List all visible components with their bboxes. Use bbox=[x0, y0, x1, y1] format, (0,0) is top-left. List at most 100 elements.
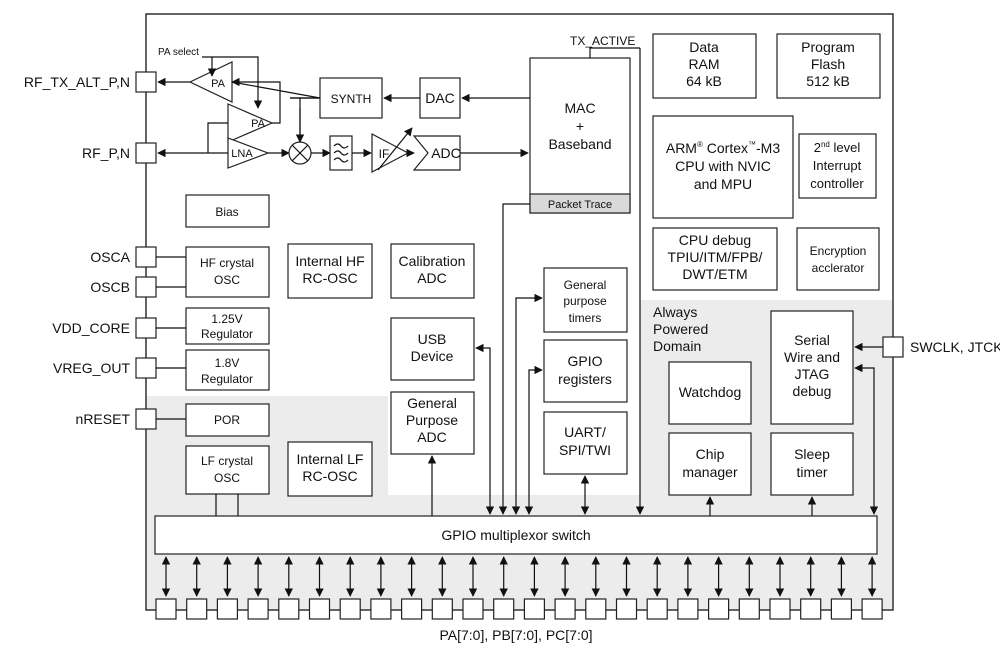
gpio-pin bbox=[738, 598, 760, 620]
gpio-pin bbox=[431, 598, 453, 620]
pin-vreg-out: VREG_OUT bbox=[53, 357, 157, 379]
gpio-pin bbox=[339, 598, 361, 620]
program-flash-line-3: 512 kB bbox=[806, 73, 850, 89]
program-flash-line-2: Flash bbox=[811, 56, 845, 72]
label-nreset: nRESET bbox=[76, 411, 131, 427]
pin-vdd-core: VDD_CORE bbox=[52, 317, 157, 339]
filter-icon bbox=[329, 135, 353, 171]
calibration-adc-line-1: Calibration bbox=[399, 253, 466, 269]
internal-lf-line-2: RC-OSC bbox=[302, 468, 357, 484]
lf-crystal-block: LF crystal OSC bbox=[185, 445, 270, 495]
mac-line-2: + bbox=[576, 118, 584, 134]
watchdog-label: Watchdog bbox=[679, 384, 742, 400]
cpu-debug-line-1: CPU debug bbox=[679, 232, 751, 248]
sleep-timer-line-2: timer bbox=[796, 464, 827, 480]
encryption-block: Encryption acclerator bbox=[796, 227, 880, 291]
gpio-pin bbox=[615, 598, 638, 620]
chip-manager-line-1: Chip bbox=[696, 446, 725, 462]
gp-adc-line-1: General bbox=[407, 395, 457, 411]
internal-lf-line-1: Internal LF bbox=[297, 451, 364, 467]
cpu-block: ARM® Cortex™-M3 CPU with NVIC and MPU bbox=[652, 115, 794, 219]
interrupt-line-1: 2nd level bbox=[814, 140, 861, 155]
serial-wire-line-1: Serial bbox=[794, 332, 830, 348]
label-osca: OSCA bbox=[90, 249, 130, 265]
gp-timers-line-2: purpose bbox=[563, 294, 607, 308]
gpio-pin bbox=[186, 598, 208, 620]
interrupt-controller-block: 2nd level Interrupt controller bbox=[798, 133, 877, 199]
program-flash-line-1: Program bbox=[801, 39, 855, 55]
label-vdd-core: VDD_CORE bbox=[52, 320, 130, 336]
dac-label: DAC bbox=[425, 90, 455, 106]
gpio-pin bbox=[278, 598, 300, 620]
regulator-125-block: 1.25V Regulator bbox=[185, 307, 270, 345]
reg-18-line-1: 1.8V bbox=[215, 356, 240, 370]
gpio-pin-row bbox=[155, 556, 883, 620]
data-ram-line-2: RAM bbox=[688, 56, 719, 72]
gpio-pin bbox=[216, 598, 238, 620]
encryption-line-2: acclerator bbox=[812, 261, 865, 275]
gp-timers-line-3: timers bbox=[569, 311, 602, 325]
sleep-timer-block: Sleep timer bbox=[770, 432, 854, 496]
cpu-line-3: and MPU bbox=[694, 176, 752, 192]
always-powered-line-1: Always bbox=[653, 304, 697, 320]
sleep-timer-line-1: Sleep bbox=[794, 446, 830, 462]
reg-125-line-2: Regulator bbox=[201, 327, 253, 341]
packet-trace-label: Packet Trace bbox=[548, 199, 612, 211]
reg-18-line-2: Regulator bbox=[201, 372, 253, 386]
pa-upper-label: PA bbox=[211, 78, 226, 90]
pin-osca: OSCA bbox=[90, 246, 157, 268]
data-ram-block: Data RAM 64 kB bbox=[652, 33, 757, 99]
gpio-regs-line-2: registers bbox=[558, 371, 612, 387]
synth-block: SYNTH bbox=[319, 77, 383, 119]
hf-crystal-block: HF crystal OSC bbox=[185, 246, 270, 298]
gpio-pin bbox=[554, 598, 576, 620]
serial-wire-line-3: JTAG bbox=[795, 366, 830, 382]
gpio-pin bbox=[462, 598, 484, 620]
gpio-pin bbox=[523, 598, 546, 620]
uart-line-2: SPI/TWI bbox=[559, 442, 611, 458]
usb-line-1: USB bbox=[418, 331, 447, 347]
cpu-line-1: ARM® Cortex™-M3 bbox=[666, 140, 780, 156]
label-oscb: OSCB bbox=[90, 279, 130, 295]
uart-block: UART/ SPI/TWI bbox=[543, 411, 628, 475]
gpio-mux-block: GPIO multiplexor switch bbox=[154, 515, 878, 555]
gpio-pin bbox=[247, 598, 269, 620]
gpio-pin bbox=[155, 598, 177, 620]
label-swclk: SWCLK, JTCK bbox=[910, 339, 1000, 355]
data-ram-line-3: 64 kB bbox=[686, 73, 722, 89]
internal-hf-block: Internal HF RC-OSC bbox=[287, 243, 373, 299]
cpu-debug-line-2: TPIU/ITM/FPB/ bbox=[668, 249, 763, 265]
calibration-adc-block: Calibration ADC bbox=[390, 243, 475, 299]
gpio-pin bbox=[493, 598, 515, 620]
chip-manager-line-2: manager bbox=[682, 464, 738, 480]
label-ports: PA[7:0], PB[7:0], PC[7:0] bbox=[439, 627, 592, 643]
dac-block: DAC bbox=[419, 77, 461, 119]
pa-lower-label: PA bbox=[251, 118, 266, 130]
gpio-pin bbox=[401, 598, 423, 620]
gpio-regs-line-1: GPIO bbox=[567, 353, 602, 369]
label-rf-tx-alt: RF_TX_ALT_P,N bbox=[24, 74, 130, 90]
lf-crystal-line-1: LF crystal bbox=[201, 454, 253, 468]
pin-rf-tx-alt: RF_TX_ALT_P,N bbox=[24, 71, 157, 93]
por-block: POR bbox=[185, 403, 270, 437]
always-powered-line-2: Powered bbox=[653, 321, 708, 337]
hf-crystal-line-2: OSC bbox=[214, 273, 240, 287]
regulator-18-block: 1.8V Regulator bbox=[185, 349, 270, 391]
gpio-pin bbox=[707, 598, 730, 620]
gpio-pin bbox=[585, 598, 607, 620]
mixer-icon bbox=[288, 141, 312, 165]
uart-line-1: UART/ bbox=[564, 424, 606, 440]
serial-wire-line-2: Wire and bbox=[784, 349, 840, 365]
serial-wire-line-4: debug bbox=[793, 383, 832, 399]
synth-label: SYNTH bbox=[331, 92, 372, 106]
adc-block: ADC bbox=[412, 135, 461, 171]
program-flash-block: Program Flash 512 kB bbox=[776, 33, 881, 99]
hf-crystal-line-1: HF crystal bbox=[200, 256, 254, 270]
watchdog-block: Watchdog bbox=[668, 361, 752, 425]
serial-wire-block: Serial Wire and JTAG debug bbox=[770, 310, 854, 425]
gpio-pin bbox=[370, 598, 392, 620]
data-ram-line-1: Data bbox=[689, 39, 719, 55]
chip-manager-block: Chip manager bbox=[668, 432, 752, 496]
gpio-registers-block: GPIO registers bbox=[543, 339, 628, 403]
label-vreg-out: VREG_OUT bbox=[53, 360, 130, 376]
